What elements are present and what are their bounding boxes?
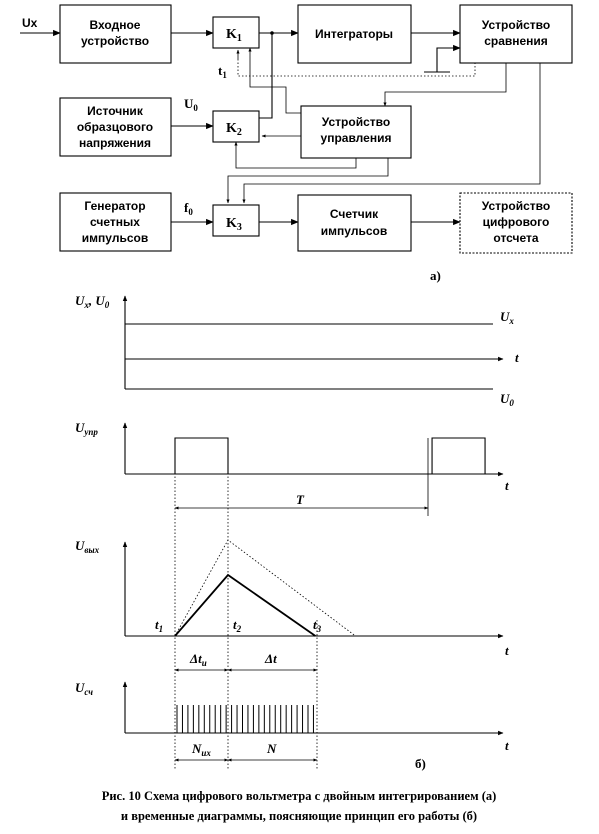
period-label: T (296, 492, 305, 507)
counter-line2: импульсов (321, 224, 387, 238)
axis4-t-label: t (505, 738, 509, 753)
reference-line2: образцового (77, 120, 153, 134)
u0-signal-label: U0 (184, 96, 198, 113)
t1-feedback-path (237, 59, 476, 77)
t1-signal-label: t1 (218, 63, 227, 80)
n-label: N (266, 741, 277, 756)
control-line1: Устройство (322, 115, 390, 129)
axis3-y-label: Uвых (75, 538, 100, 555)
axis2-t-label: t (505, 478, 509, 493)
reference-line1: Источник (87, 104, 144, 118)
input-device-block (59, 4, 172, 64)
t3-marker-label: t3 (313, 617, 322, 634)
switch-k2-label: K2 (226, 121, 242, 138)
comparator-line1: Устройство (482, 18, 550, 32)
part-a-label: а) (430, 268, 441, 283)
timing-diagrams: Ux, U0 Ux t U0 Uупр t T Uвых t1 t2 t3 t … (75, 293, 519, 771)
input-signal-label: Ux (22, 16, 38, 30)
n-x-label: Nux (191, 741, 211, 758)
counter-line1: Счетчик (330, 207, 379, 221)
generator-line3: импульсов (82, 231, 148, 245)
switch-k3-label: K3 (226, 216, 242, 233)
dt-label: Δt (264, 651, 277, 666)
axis3-t-label: t (505, 643, 509, 658)
u0-level-label: U0 (500, 391, 514, 408)
counter-block (297, 194, 412, 252)
integrator-output-waveform (174, 573, 316, 637)
counter-pulse-train (176, 705, 314, 733)
caption-line2: и временные диаграммы, поясняющие принци… (121, 809, 477, 823)
generator-line2: счетных (90, 215, 140, 229)
t1-marker-label: t1 (155, 617, 163, 634)
input-device-line2: устройство (81, 34, 149, 48)
ux-level-label: Ux (500, 309, 514, 326)
reference-line3: напряжения (79, 136, 151, 150)
switch-k1-label: K1 (226, 27, 242, 44)
display-line2: цифрового (483, 215, 550, 229)
control-unit-block (300, 105, 412, 159)
axis2-y-label: Uупр (75, 420, 98, 437)
comparator-line2: сравнения (484, 34, 548, 48)
t2-marker-label: t2 (233, 617, 242, 634)
axis1-t-label: t (515, 350, 519, 365)
integrators-label: Интеграторы (315, 27, 393, 41)
generator-line1: Генератор (84, 199, 145, 213)
reference-source-block (59, 97, 172, 157)
caption-line1: Рис. 10 Схема цифрового вольтметра с дво… (102, 789, 497, 803)
axis4-y-label: Uсч (75, 680, 93, 697)
display-line3: отсчета (493, 231, 538, 245)
part-b-label: б) (415, 756, 426, 771)
switch-k3 (212, 204, 260, 237)
block-diagram: Ux Входное устройство K1 Интеграторы Уст… (20, 4, 573, 283)
display-line1: Устройство (482, 199, 550, 213)
control-pulse-waveform (125, 437, 493, 475)
integrators-block (297, 4, 412, 64)
display-block (459, 192, 573, 254)
switch-k2 (212, 110, 260, 143)
comparator-block (459, 4, 573, 64)
max-ramp-dotted (174, 539, 356, 637)
pulse-generator-block (59, 192, 172, 252)
control-line2: управления (321, 131, 392, 145)
f0-signal-label: f0 (184, 200, 193, 217)
input-device-line1: Входное (90, 18, 141, 32)
dt-u-label: Δtu (189, 651, 207, 668)
axis1-y-label: Ux, U0 (75, 293, 110, 310)
